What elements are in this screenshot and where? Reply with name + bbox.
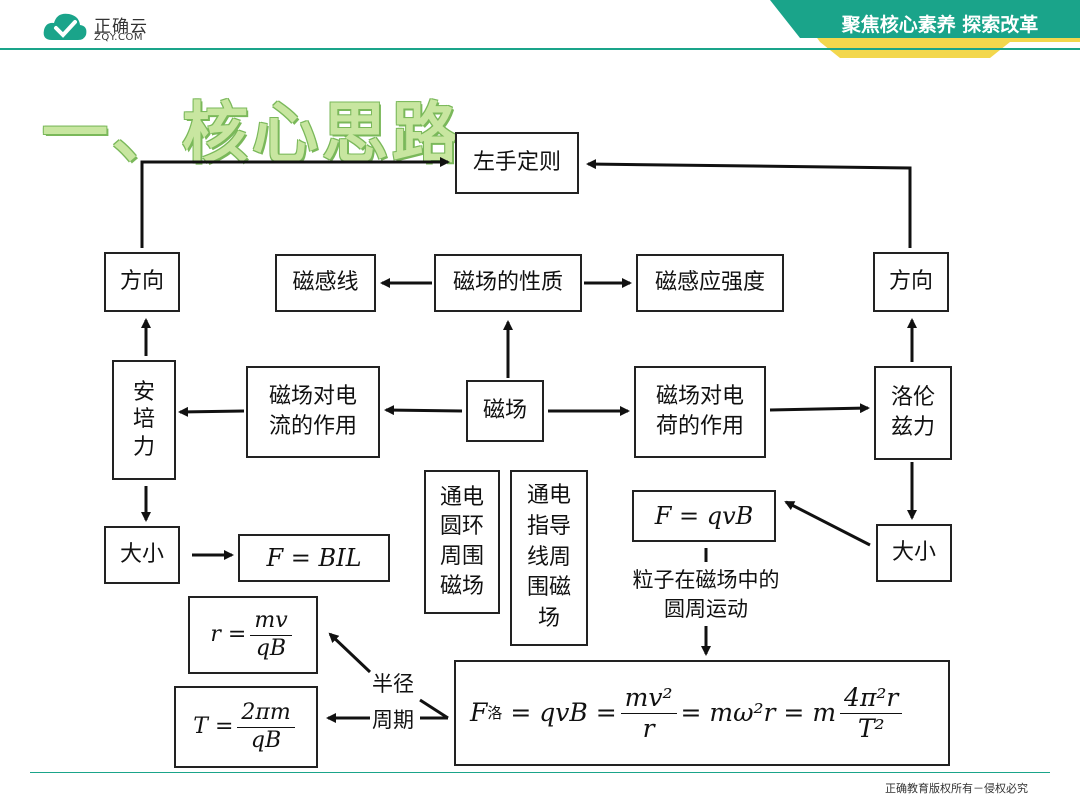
cloud-check-icon [43,13,87,41]
period-numerator: 2πm [237,700,295,728]
size-right-box: 大小 [876,524,952,582]
header-slogan: 聚焦核心素养 探索改革 [841,14,1039,36]
lorentz-formula-box: F = qvB [632,490,776,542]
field-on-charge-label: 磁场对电荷的作用 [655,384,744,439]
period-lhs: T = [193,714,234,740]
main-frac1-num: mv² [620,683,677,714]
radius-lhs: r = [210,622,247,648]
radius-fraction: mv qB [250,608,292,662]
logo-name: 正确云 [94,17,148,37]
field-on-current-box: 磁场对电流的作用 [246,366,380,458]
left-hand-rule-box: 左手定则 [455,132,579,194]
ampere-force-box: 安培力 [112,360,176,480]
field-on-current-label: 磁场对电流的作用 [268,384,357,439]
main-eq2: = mω²r = m [680,698,837,728]
direction-left-box: 方向 [104,252,180,312]
period-denominator: qB [250,727,282,753]
main-frac2-den: T² [857,713,885,743]
wire-field-label: 通电指导线周围磁场 [526,483,571,632]
radius-label: 半径 [372,672,414,696]
logo: 正确云 ZQY.COM [42,10,192,46]
direction-right-box: 方向 [873,252,949,312]
induction-strength-box: 磁感应强度 [636,254,784,312]
page-title: 一、核心思路 [42,94,462,172]
header-banner [770,0,1080,58]
ampere-force-label: 安培力 [132,379,155,460]
lorentz-force-label: 洛伦兹力 [890,385,935,440]
wire-field-box: 通电指导线周围磁场 [510,470,588,646]
main-force-symbol: F [470,698,488,728]
radius-denominator: qB [255,635,287,661]
lorentz-force-box: 洛伦兹力 [874,366,952,460]
field-lines-box: 磁感线 [275,254,376,312]
magnetic-field-box: 磁场 [466,380,544,442]
period-formula-box: T = 2πm qB [174,686,318,768]
logo-url: ZQY.COM [94,32,143,43]
radius-formula-box: r = mv qB [188,596,318,674]
main-fraction-2: 4π²r T² [840,683,903,744]
field-properties-box: 磁场的性质 [434,254,582,312]
period-label: 周期 [372,708,414,732]
radius-numerator: mv [250,608,292,636]
circular-motion-text: 粒子在磁场中的圆周运动 [632,568,780,622]
loop-field-box: 通电圆环周围磁场 [424,470,500,614]
loop-field-label: 通电圆环周围磁场 [439,484,484,599]
size-left-box: 大小 [104,526,180,584]
field-on-charge-box: 磁场对电荷的作用 [634,366,766,458]
circular-motion-label: 粒子在磁场中的圆周运动 [626,566,786,625]
main-force-subscript: 洛 [487,703,503,722]
ampere-formula-box: F = BIL [238,534,390,582]
main-frac2-num: 4π²r [840,683,903,714]
main-eq1: = qvB = [510,698,617,728]
main-fraction-1: mv² r [620,683,677,744]
footer-copyright: 正确教育版权所有－侵权必究 [885,782,1028,795]
header-divider [0,48,1080,50]
period-fraction: 2πm qB [237,700,295,754]
footer-divider [30,772,1050,773]
main-frac1-den: r [642,713,655,743]
